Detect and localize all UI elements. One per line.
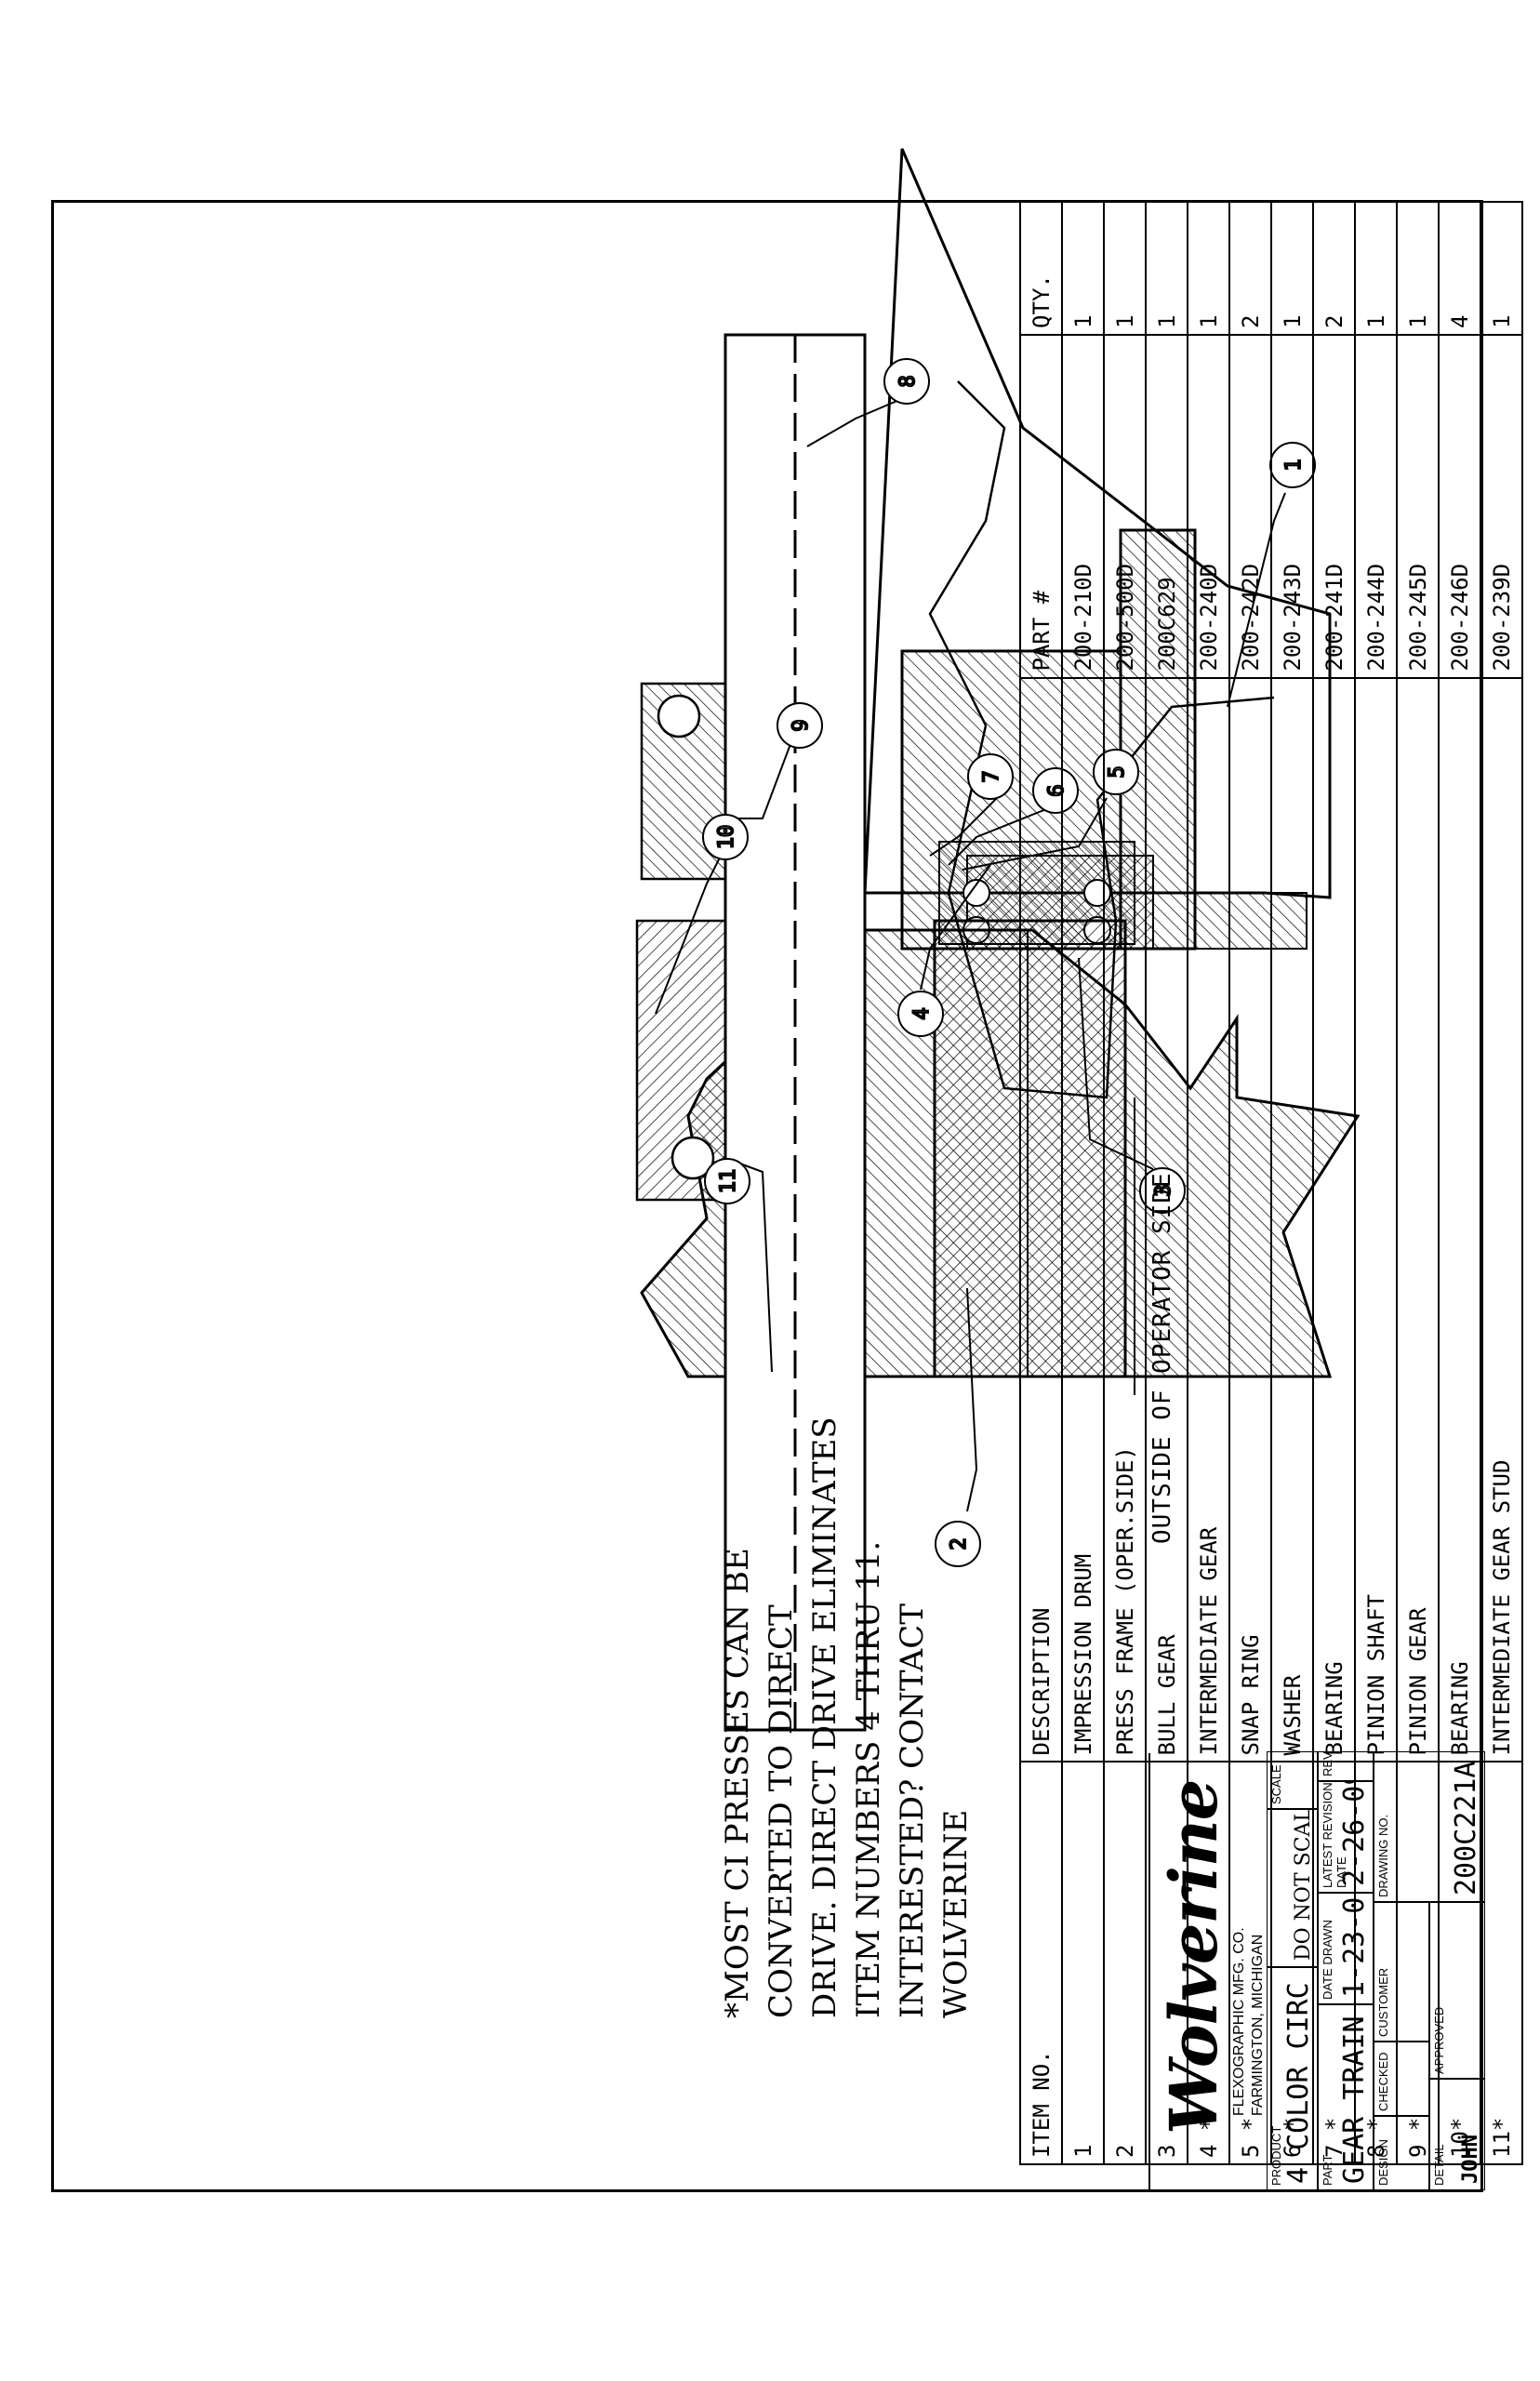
description-cell: BEARING — [1313, 677, 1355, 1762]
item-no-cell: 1 — [1062, 1762, 1104, 2164]
callout-9: 9 — [777, 702, 823, 749]
part-no-cell: 200-245D — [1397, 334, 1439, 678]
svg-text:6: 6 — [1045, 784, 1069, 796]
description-cell: SNAP RING — [1229, 677, 1271, 1762]
product-value: 4 COLOR CIRC — [1282, 1982, 1315, 2184]
callout-7: 7 — [967, 753, 1014, 800]
checked-cell: CHECKED — [1374, 2042, 1429, 2116]
callout-2: 2 — [935, 1521, 981, 1567]
design-cell: DESIGN — [1374, 2116, 1429, 2190]
description-cell: PINION GEAR — [1397, 677, 1439, 1762]
detail-cell: DETAIL JOHN — [1429, 2079, 1485, 2190]
qty-cell: 1 — [1146, 202, 1188, 335]
direct-drive-note: *MOST CI PRESSES CAN BE CONVERTED TO DIR… — [719, 1417, 975, 2018]
svg-text:8: 8 — [896, 375, 920, 387]
customer-cell: CUSTOMER — [1374, 1902, 1429, 2042]
callout-8: 8 — [883, 358, 930, 405]
svg-text:10: 10 — [715, 825, 738, 850]
callout-1: 1 — [1269, 442, 1316, 488]
part-no-cell: 200-500D — [1104, 334, 1146, 678]
description-cell: BULL GEAR — [1146, 677, 1188, 1762]
company-name: Wolverine — [1155, 1779, 1232, 2135]
description-cell: PRESS FRAME (OPER.SIDE) — [1104, 677, 1146, 1762]
company-subtitle: FLEXOGRAPHIC MFG. CO. — [1231, 1927, 1247, 2116]
header-part-no: PART # — [1020, 334, 1062, 678]
date-drawn-cell: DATE DRAWN 1-23-01 — [1318, 1893, 1374, 2004]
callout-10: 10 — [702, 814, 749, 860]
part-no-cell: 200-241D — [1313, 334, 1355, 678]
drawing-no-value: 200C221A — [1450, 1761, 1482, 1896]
qty-cell: 2 — [1313, 202, 1355, 335]
description-cell: INTERMEDIATE GEAR — [1188, 677, 1229, 1762]
header-description: DESCRIPTION — [1020, 677, 1062, 1762]
callout-4: 4 — [897, 991, 944, 1037]
svg-text:1: 1 — [1282, 459, 1306, 471]
qty-cell: 1 — [1188, 202, 1229, 335]
latest-revision-cell: LATEST REVISION DATE 2-26-09 — [1318, 1781, 1374, 1893]
leader-lines — [655, 399, 1286, 1512]
qty-cell: 1 — [1062, 202, 1104, 335]
qty-cell: 1 — [1271, 202, 1313, 335]
svg-text:9: 9 — [790, 719, 813, 731]
qty-cell: 2 — [1229, 202, 1271, 335]
part-no-cell: 200-240D — [1188, 334, 1229, 678]
svg-text:2: 2 — [948, 1537, 971, 1550]
description-cell: PINION SHAFT — [1355, 677, 1397, 1762]
qty-cell: 1 — [1104, 202, 1146, 335]
callout-11: 11 — [704, 1158, 750, 1204]
description-cell: BEARING — [1439, 677, 1480, 1762]
table-header-row: ITEM NO. DESCRIPTION PART # QTY. — [1020, 202, 1062, 2164]
product-cell: PRODUCT 4 COLOR CIRC — [1267, 1967, 1318, 2190]
part-no-cell: 200-239D — [1480, 334, 1522, 678]
rev-cell: REV — [1318, 1751, 1374, 1781]
svg-text:4: 4 — [910, 1007, 934, 1019]
item-no-cell: 11* — [1480, 1762, 1522, 2164]
title-block: Wolverine FLEXOGRAPHIC MFG. CO. FARMINGT… — [1148, 1751, 1485, 2192]
header-qty: QTY. — [1020, 202, 1062, 335]
qty-cell: 4 — [1439, 202, 1480, 335]
callout-balloons: 1 2 3 4 5 6 7 8 9 10 11 — [702, 358, 1316, 1567]
pinion-shaft — [724, 333, 867, 1732]
item-no-cell: 2 — [1104, 1762, 1146, 2164]
callout-6: 6 — [1032, 767, 1079, 814]
company-city: FARMINGTON, MICHIGAN — [1250, 1934, 1266, 2116]
qty-cell: 1 — [1397, 202, 1439, 335]
part-no-cell: 200-242D — [1229, 334, 1271, 678]
part-no-cell: 200-210D — [1062, 334, 1104, 678]
scale-cell: SCALE — [1267, 1751, 1318, 1809]
callout-5: 5 — [1093, 749, 1139, 795]
callout-3: 3 — [1139, 1167, 1186, 1214]
do-not-scale-cell: DO NOT SCALE DWG — [1267, 1809, 1318, 1967]
svg-text:11: 11 — [717, 1169, 740, 1194]
part-no-cell: 200-243D — [1271, 334, 1313, 678]
part-value: GEAR TRAIN — [1338, 2015, 1371, 2184]
approved-cell: APPROVED — [1429, 1902, 1485, 2079]
header-item-no: ITEM NO. — [1020, 1762, 1062, 2164]
part-cell: PART GEAR TRAIN — [1318, 2004, 1374, 2190]
svg-text:3: 3 — [1152, 1184, 1175, 1196]
part-no-cell: 200-244D — [1355, 334, 1397, 678]
part-no-cell: 200-246D — [1439, 334, 1480, 678]
drawing-no-cell: DRAWING NO. 200C221A — [1374, 1751, 1485, 1902]
qty-cell: 1 — [1480, 202, 1522, 335]
description-cell: IMPRESSION DRUM — [1062, 677, 1104, 1762]
qty-cell: 1 — [1355, 202, 1397, 335]
part-no-cell: 200C629 — [1146, 334, 1188, 678]
description-cell: WASHER — [1271, 677, 1313, 1762]
description-cell: INTERMEDIATE GEAR STUD — [1480, 677, 1522, 1762]
svg-text:5: 5 — [1106, 765, 1129, 778]
svg-text:7: 7 — [980, 770, 1003, 782]
